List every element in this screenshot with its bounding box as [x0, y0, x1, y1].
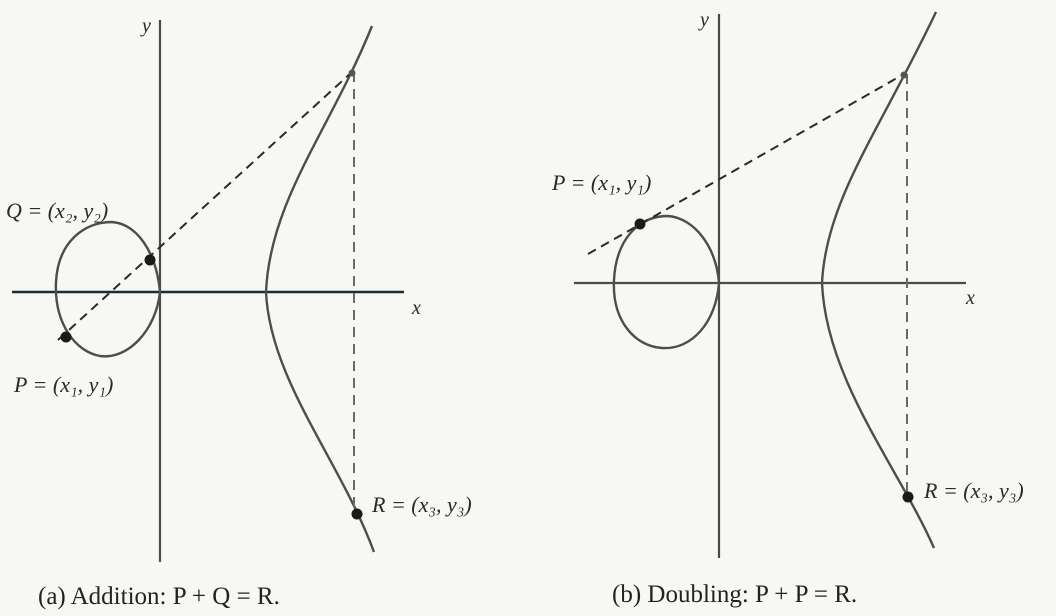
third-intersection-b [900, 71, 908, 79]
point-r-b [902, 491, 914, 503]
label-r-a: R = (x₃, y₃) [371, 492, 472, 517]
caption-b: (b) Doubling: P + P = R. [612, 581, 857, 608]
label-p-b: P = (x₁, y₁) [551, 170, 651, 195]
point-r-a [351, 508, 363, 520]
secant-line-a [57, 71, 353, 341]
curve-loop-a [54, 220, 162, 358]
third-intersection-a [348, 69, 356, 77]
point-p-a [60, 331, 72, 343]
point-p-b [634, 218, 646, 230]
point-q-a [144, 254, 156, 266]
label-q-a: Q = (x₂, y₂) [6, 198, 108, 223]
curve-branch-a [264, 25, 376, 553]
x-axis-label-a: x [411, 297, 421, 319]
panel-addition: y x Q = (x₂, y₂) P = (x₁, y₁) R = (x₃, y… [6, 15, 472, 610]
panel-doubling: y x P = (x₁, y₁) R = (x₃, y₃) (b) Doubli… [551, 9, 1024, 608]
curve-branch-b [820, 11, 938, 549]
y-axis-label-a: y [140, 15, 151, 37]
x-axis-label-b: x [965, 287, 975, 309]
curve-loop-b [612, 214, 721, 350]
label-r-b: R = (x₃, y₃) [923, 478, 1024, 503]
y-axis-label-b: y [698, 9, 709, 31]
label-p-a: P = (x₁, y₁) [13, 372, 113, 397]
caption-a: (a) Addition: P + Q = R. [38, 583, 280, 610]
